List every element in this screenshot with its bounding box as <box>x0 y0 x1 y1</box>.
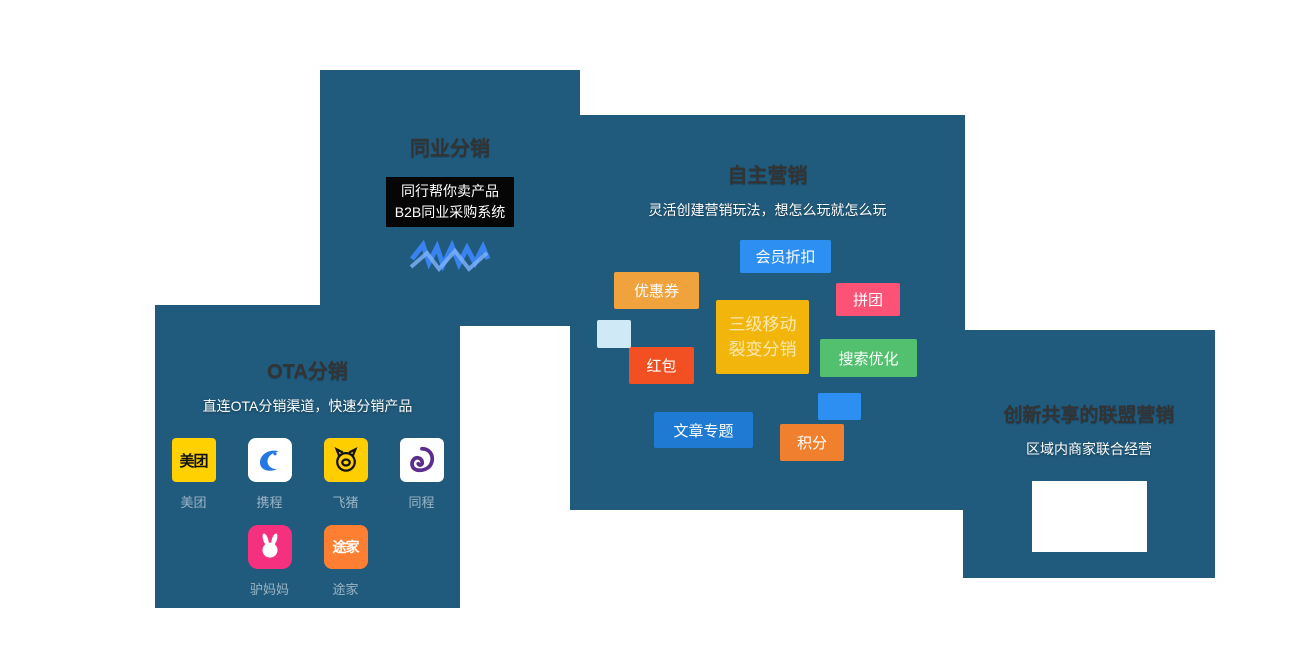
chip-coupon[interactable]: 优惠券 <box>614 272 699 309</box>
meituan-logo-icon: 美团 <box>171 438 216 482</box>
scribble-image <box>409 239 491 273</box>
channel-label: 途家 <box>332 582 359 597</box>
alliance-panel-subtitle: 区域内商家联合经营 <box>1026 441 1152 457</box>
channel-label: 同程 <box>408 495 435 510</box>
chip-search-optimization[interactable]: 搜索优化 <box>820 339 917 377</box>
scribble-image-wrap <box>320 239 580 280</box>
channel-ctrip[interactable]: 携程 <box>241 438 299 511</box>
channel-fliggy[interactable]: 飞猪 <box>317 438 375 511</box>
peer-distribution-panel: 同业分销 同行帮你卖产品 B2B同业采购系统 <box>320 70 580 326</box>
ota-channel-row-2: 驴妈妈 途家 途家 <box>155 525 460 598</box>
blank-chip-light <box>597 320 631 348</box>
marketing-panel-subtitle: 灵活创建营销玩法，想怎么玩就怎么玩 <box>648 202 887 218</box>
chip-article-topic[interactable]: 文章专题 <box>654 412 753 448</box>
channel-label: 驴妈妈 <box>249 582 289 597</box>
lvmama-logo-icon <box>247 525 292 569</box>
ota-panel-subtitle: 直连OTA分销渠道，快速分销产品 <box>202 398 413 414</box>
tujia-logo-icon: 途家 <box>323 525 368 569</box>
ctrip-dolphin-logo-icon <box>247 438 292 482</box>
chip-fission-line2: 裂变分销 <box>728 340 797 359</box>
ota-panel-title: OTA分销 <box>267 361 348 383</box>
ota-distribution-panel: OTA分销 直连OTA分销渠道，快速分销产品 美团 美团 携程 <box>155 305 460 608</box>
channel-lvmama[interactable]: 驴妈妈 <box>241 525 299 598</box>
channel-tujia[interactable]: 途家 途家 <box>317 525 375 598</box>
alliance-panel-title: 创新共享的联盟营销 <box>1003 405 1175 426</box>
channel-label: 美团 <box>180 495 207 510</box>
peer-panel-line2: B2B同业采购系统 <box>394 204 506 220</box>
marketing-panel-title: 自主营销 <box>727 165 808 187</box>
chip-red-packet[interactable]: 红包 <box>629 347 694 384</box>
peer-panel-line1: 同行帮你卖产品 <box>401 183 499 199</box>
peer-panel-description: 同行帮你卖产品 B2B同业采购系统 <box>385 177 515 227</box>
channel-tongcheng[interactable]: 同程 <box>393 438 451 511</box>
fliggy-pig-logo-icon <box>323 438 368 482</box>
peer-panel-title: 同业分销 <box>410 138 490 160</box>
alliance-image-placeholder <box>1031 481 1147 552</box>
chip-points[interactable]: 积分 <box>780 424 844 461</box>
chip-fission-line1: 三级移动 <box>728 315 797 334</box>
chip-group-buy[interactable]: 拼团 <box>836 283 900 316</box>
channel-label: 携程 <box>256 495 283 510</box>
chip-member-discount[interactable]: 会员折扣 <box>740 240 831 273</box>
channel-meituan[interactable]: 美团 美团 <box>165 438 223 511</box>
ota-channel-row-1: 美团 美团 携程 <box>155 438 460 511</box>
blank-chip-blue <box>818 393 861 420</box>
alliance-marketing-panel: 创新共享的联盟营销 区域内商家联合经营 <box>963 330 1215 578</box>
channel-label: 飞猪 <box>332 495 359 510</box>
tongcheng-logo-icon <box>399 438 444 482</box>
chip-three-level-fission[interactable]: 三级移动 裂变分销 <box>716 300 809 374</box>
